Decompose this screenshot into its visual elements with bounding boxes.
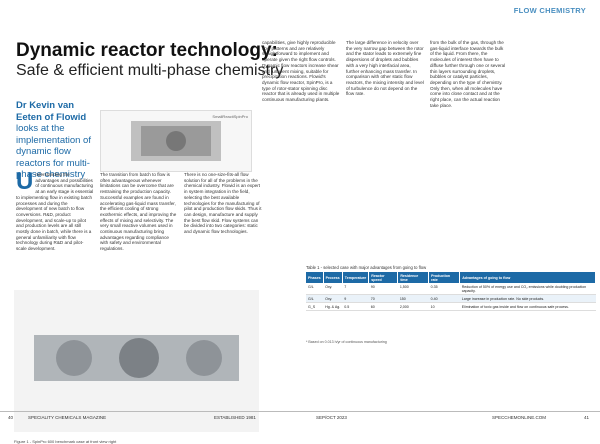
author-text: looks at the implementation of dynamic f… bbox=[16, 123, 91, 180]
cell: Reduction of 50% of energy use and CO₂ e… bbox=[459, 283, 596, 295]
table-row: G_S Hg. & Ag. 0.5 60 2,000 10 Eliminatio… bbox=[306, 302, 596, 311]
column-4-text: capabilities, give highly reproducible f… bbox=[262, 40, 340, 103]
issue-date: SEP/OCT 2023 bbox=[316, 415, 347, 420]
column-6-text: from the bulk of the gas, through the ga… bbox=[430, 40, 506, 108]
cell: Oxy. bbox=[323, 283, 343, 295]
author-company: of Flowid bbox=[44, 111, 87, 123]
cell: Hg. & Ag. bbox=[323, 302, 343, 311]
cell: 2,000 bbox=[397, 302, 429, 311]
author-name: Dr Kevin van Eeten bbox=[16, 100, 75, 123]
cell: 0.5 bbox=[342, 302, 369, 311]
figure-caption: Figure 1 - SpinPro 600 benchmark case at… bbox=[14, 439, 117, 444]
table-row: G/L Oxy. 9 70 150 0.40 Large increase in… bbox=[306, 294, 596, 303]
column-4: capabilities, give highly reproducible f… bbox=[262, 40, 340, 103]
page-number-left: 40 bbox=[8, 415, 14, 420]
table-note: * Based on 0.013 h/yr of continuous manu… bbox=[306, 340, 387, 344]
photo-credit: SmallReactiSpinPro bbox=[212, 114, 248, 119]
article-subtitle: Safe & efficient multi-phase chemistry bbox=[16, 62, 284, 79]
cell: G/L bbox=[306, 283, 324, 295]
cell: Oxy. bbox=[323, 294, 343, 303]
cell: 9 bbox=[342, 294, 369, 303]
cell: G/L bbox=[306, 294, 324, 303]
cell: 7 bbox=[342, 283, 369, 295]
magazine-name: SPECIALITY CHEMICALS MAGAZINE bbox=[28, 415, 107, 420]
table-caption: Table 1 - selected case with major advan… bbox=[306, 265, 427, 270]
established: ESTABLISHED 1981 bbox=[214, 415, 256, 420]
column-6: from the bulk of the gas, through the ga… bbox=[430, 40, 508, 108]
reactor-photo bbox=[131, 121, 221, 161]
cell: Large increase in production rate. No si… bbox=[459, 294, 596, 303]
th-production-rate: Production rate bbox=[428, 272, 461, 283]
data-table: Phases Process Temperature Reactor speed… bbox=[306, 272, 596, 311]
cell: 1,500 bbox=[397, 283, 429, 295]
photo-frame: SmallReactiSpinPro bbox=[100, 110, 252, 172]
th-phases: Phases bbox=[306, 272, 324, 283]
th-residence-time: Residence time bbox=[397, 272, 430, 283]
cell: G_S bbox=[306, 302, 324, 311]
table-header-row: Phases Process Temperature Reactor speed… bbox=[306, 272, 596, 283]
column-2-text: The transition from batch to flow is oft… bbox=[100, 172, 177, 252]
th-reactor-speed: Reactor speed bbox=[368, 272, 399, 283]
column-5-text: The large difference in velocity over th… bbox=[346, 40, 424, 97]
cell: 150 bbox=[397, 294, 429, 303]
section-tag: FLOW CHEMISTRY bbox=[513, 6, 586, 15]
page-footer: 40 SPECIALITY CHEMICALS MAGAZINE ESTABLI… bbox=[0, 411, 600, 424]
website: SPECCHEMONLINE.COM bbox=[492, 415, 547, 420]
th-process: Process bbox=[323, 272, 343, 283]
column-1-text: nderstanding the advantages and possibil… bbox=[16, 172, 94, 252]
article-title: Dynamic reactor technology: bbox=[16, 40, 278, 61]
column-5: The large difference in velocity over th… bbox=[346, 40, 424, 97]
reactor-rig-image bbox=[14, 290, 259, 432]
column-3: There is no one-size-fits-all flow solut… bbox=[184, 172, 262, 235]
cell: Elimination of toxic gas inside and flow… bbox=[459, 302, 596, 311]
cell: 0.40 bbox=[428, 294, 460, 303]
page-number-right: 41 bbox=[584, 415, 590, 420]
cell: 60 bbox=[368, 302, 398, 311]
magazine-spread: FLOW CHEMISTRY Dynamic reactor technolog… bbox=[0, 6, 600, 444]
cell: 10 bbox=[428, 302, 460, 311]
table-row: G/L Oxy. 7 90 1,500 0.35 Reduction of 50… bbox=[306, 283, 596, 295]
cell: 70 bbox=[368, 294, 398, 303]
column-2: The transition from batch to flow is oft… bbox=[100, 172, 178, 252]
cell: 0.35 bbox=[428, 283, 460, 295]
column-3-text: There is no one-size-fits-all flow solut… bbox=[184, 172, 262, 235]
dropcap: U bbox=[16, 168, 34, 195]
th-temperature: Temperature bbox=[342, 272, 370, 283]
cell: 90 bbox=[368, 283, 398, 295]
author-byline: Dr Kevin van Eeten of Flowid looks at th… bbox=[16, 100, 94, 181]
th-advantages: Advantages of going to flow bbox=[459, 272, 596, 283]
